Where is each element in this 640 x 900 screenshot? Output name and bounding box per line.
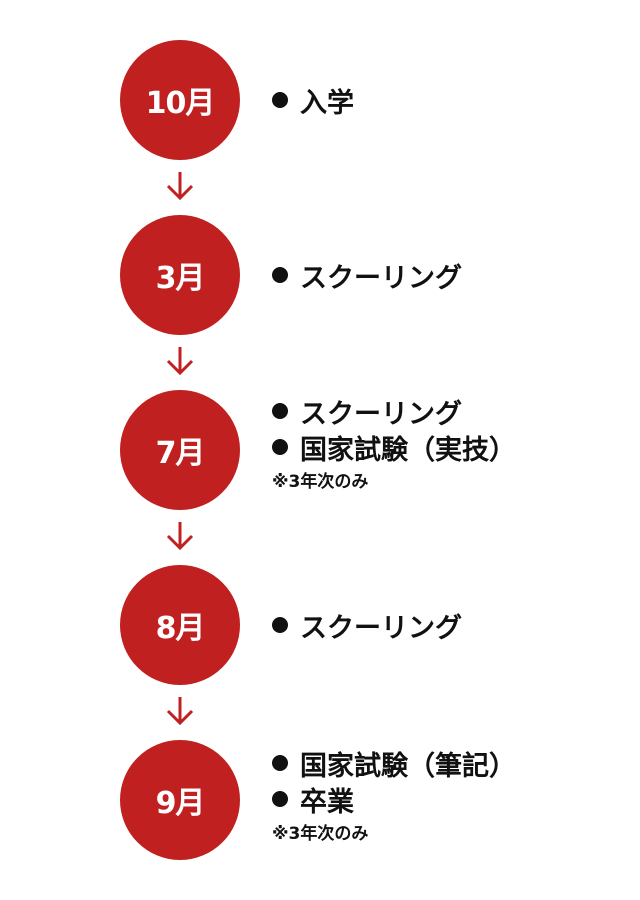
month-label: 7月 [155, 436, 206, 471]
item-text: スクーリング [300, 262, 462, 294]
month-label: 3月 [155, 261, 206, 296]
bullet-dot-icon [272, 755, 288, 771]
month-circle-10: 10月 [120, 40, 240, 160]
month-circle-8: 8月 [120, 565, 240, 685]
arrow-down-icon [166, 697, 194, 726]
step-items-10: 入学 [272, 82, 612, 119]
list-item: スクーリング [272, 257, 612, 294]
bullet-dot-icon [272, 791, 288, 807]
month-label: 9月 [155, 786, 206, 821]
list-item: 国家試験（筆記） [272, 745, 612, 782]
step-items-8: スクーリング [272, 607, 612, 644]
bullet-dot-icon [272, 439, 288, 455]
item-text: 国家試験（実技） [300, 434, 516, 466]
bullet-dot-icon [272, 92, 288, 108]
list-item: 入学 [272, 82, 612, 119]
arrow-down-icon [166, 172, 194, 201]
note-text: ※3年次のみ [272, 824, 369, 844]
list-item: 国家試験（実技） [272, 429, 612, 466]
list-item: スクーリング [272, 607, 612, 644]
item-text: スクーリング [300, 612, 462, 644]
month-label: 10月 [145, 86, 216, 121]
step-items-3: スクーリング [272, 257, 612, 294]
item-text: 入学 [300, 87, 354, 119]
note-text: ※3年次のみ [272, 472, 369, 492]
arrow-down-icon [166, 522, 194, 551]
month-label: 8月 [155, 611, 206, 646]
list-item: スクーリング [272, 393, 612, 430]
item-text: 卒業 [300, 786, 354, 818]
step-items-7: スクーリング 国家試験（実技） ※3年次のみ [272, 393, 612, 492]
step-items-9: 国家試験（筆記） 卒業 ※3年次のみ [272, 745, 612, 844]
bullet-dot-icon [272, 617, 288, 633]
month-circle-9: 9月 [120, 740, 240, 860]
item-text: 国家試験（筆記） [300, 750, 516, 782]
month-circle-3: 3月 [120, 215, 240, 335]
item-text: スクーリング [300, 398, 462, 430]
arrow-down-icon [166, 347, 194, 376]
bullet-dot-icon [272, 267, 288, 283]
bullet-dot-icon [272, 403, 288, 419]
month-circle-7: 7月 [120, 390, 240, 510]
list-item: 卒業 [272, 781, 612, 818]
